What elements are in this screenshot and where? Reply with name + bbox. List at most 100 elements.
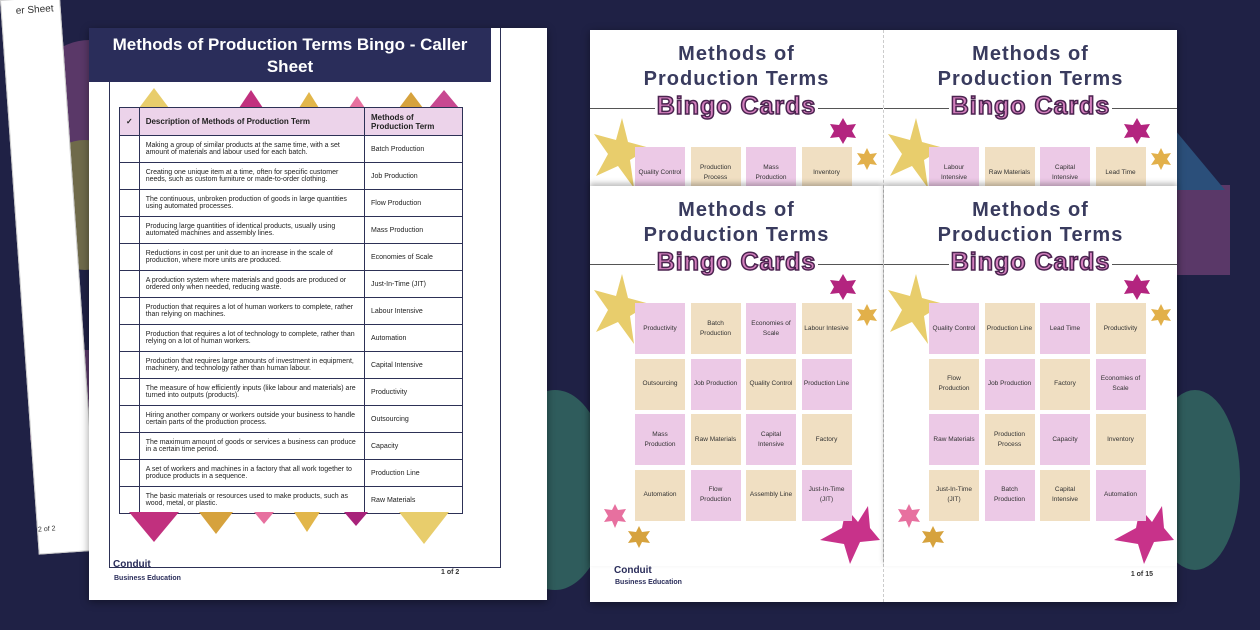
bingo-cell[interactable]: Mass Production <box>746 147 796 186</box>
check-cell[interactable] <box>119 486 140 514</box>
term-cell: Just-In-Time (JIT) <box>364 270 463 298</box>
term-cell: Productivity <box>364 378 463 406</box>
title-line-1: Methods of <box>678 199 795 221</box>
table-row: Production that requires large amounts o… <box>119 351 463 379</box>
check-column-header: ✓ <box>119 107 140 136</box>
bingo-cell[interactable]: Labour Intensive <box>929 147 979 186</box>
bingo-cell[interactable]: Capacity <box>1040 414 1090 465</box>
description-cell: The measure of how efficiently inputs (l… <box>138 378 366 406</box>
bingo-cell[interactable]: Mass Production <box>635 414 685 465</box>
star-gold-small-icon <box>628 526 650 548</box>
star-yellow-icon <box>888 274 944 344</box>
check-cell[interactable] <box>119 405 140 433</box>
term-column-header: Methods of Production Term <box>364 107 463 136</box>
check-cell[interactable] <box>119 216 140 244</box>
bingo-cell[interactable]: Just-In-Time (JIT) <box>929 469 979 521</box>
bingo-cell[interactable]: Production Process <box>690 147 741 186</box>
check-cell[interactable] <box>119 135 140 163</box>
check-cell[interactable] <box>119 432 140 460</box>
term-cell: Mass Production <box>364 216 463 244</box>
decor-rect-purple-right <box>1170 185 1230 275</box>
description-cell: Making a group of similar products at th… <box>138 135 366 163</box>
check-cell[interactable] <box>119 162 140 190</box>
table-row: Making a group of similar products at th… <box>119 135 463 163</box>
bingo-cell[interactable]: Capital Intensive <box>1040 147 1090 186</box>
bingo-cell[interactable]: Economies of Scale <box>746 303 796 354</box>
term-cell: Raw Materials <box>364 486 463 514</box>
check-cell[interactable] <box>119 459 140 487</box>
bingo-cell[interactable]: Capital Intensive <box>746 414 796 465</box>
check-cell[interactable] <box>119 324 140 352</box>
bingo-cell[interactable]: Productivity <box>1095 303 1146 354</box>
star-magenta-large-icon <box>1114 506 1174 564</box>
table-row: Production that requires a lot of techno… <box>119 324 463 352</box>
bingo-cell[interactable]: Lead Time <box>1040 303 1090 354</box>
bingo-cell[interactable]: Quality Control <box>635 147 685 186</box>
star-pink-icon <box>604 504 626 528</box>
check-cell[interactable] <box>119 189 140 217</box>
description-column-header: Description of Methods of Production Ter… <box>138 107 366 136</box>
bingo-cell[interactable]: Automation <box>1095 469 1146 521</box>
description-cell: Production that requires large amounts o… <box>138 351 366 379</box>
bingo-cell[interactable]: Production Line <box>801 358 852 410</box>
star-yellow-icon <box>888 118 944 186</box>
bingo-cell[interactable]: Outsourcing <box>635 358 685 410</box>
bingo-cell[interactable]: Flow Production <box>929 358 979 410</box>
star-decorations-bottom <box>129 512 449 544</box>
bingo-cell[interactable]: Raw Materials <box>929 414 979 465</box>
check-cell[interactable] <box>119 243 140 271</box>
bingo-cell[interactable]: Economies of Scale <box>1095 358 1146 410</box>
star-magenta-icon <box>1124 274 1150 300</box>
cut-line <box>883 30 884 602</box>
page-number: 1 of 15 <box>1130 571 1153 578</box>
bingo-cell[interactable]: Raw Materials <box>984 147 1035 186</box>
table-row: The continuous, unbroken production of g… <box>119 189 463 217</box>
bingo-cell[interactable]: Capital Intensive <box>1040 469 1090 521</box>
bingo-cell[interactable]: Lead Time <box>1095 147 1146 186</box>
check-cell[interactable] <box>119 378 140 406</box>
bingo-cell[interactable]: Automation <box>635 469 685 521</box>
star-magenta-icon <box>830 274 856 300</box>
term-cell: Economies of Scale <box>364 243 463 271</box>
bingo-cell[interactable]: Batch Production <box>690 303 741 354</box>
check-cell[interactable] <box>119 297 140 325</box>
table-row: Hiring another company or workers outsid… <box>119 405 463 433</box>
star-gold-icon <box>1151 304 1171 326</box>
description-cell: Reductions in cost per unit due to an in… <box>138 243 366 271</box>
bingo-cell[interactable]: Job Production <box>690 358 741 410</box>
card-title: Methods of Production Terms <box>590 198 883 248</box>
bingo-cell[interactable]: Factory <box>1040 358 1090 410</box>
bingo-cell[interactable]: Quality Control <box>746 358 796 410</box>
bingo-cell[interactable]: Factory <box>801 414 852 465</box>
term-cell: Automation <box>364 324 463 352</box>
conduit-logo: Conduit <box>113 559 151 570</box>
bingo-cell[interactable]: Labour Intesive <box>801 303 852 354</box>
title-line-2: Production Terms <box>643 224 830 246</box>
bingo-cell[interactable]: Raw Materials <box>690 414 741 465</box>
bingo-cell[interactable]: Just-In-Time (JIT) <box>801 469 852 521</box>
star-yellow-icon <box>594 118 650 186</box>
bingo-cell[interactable]: Productivity <box>635 303 685 354</box>
bingo-cell[interactable]: Quality Control <box>929 303 979 354</box>
title-line-2: Production Terms <box>937 224 1124 246</box>
bingo-cell[interactable]: Flow Production <box>690 469 741 521</box>
conduit-logo: Conduit <box>614 565 652 576</box>
bingo-cell[interactable]: Inventory <box>1095 414 1146 465</box>
star-gold-icon <box>857 304 877 326</box>
bingo-cell[interactable]: Batch Production <box>984 469 1035 521</box>
bingo-cell[interactable]: Assembly Line <box>746 469 796 521</box>
check-cell[interactable] <box>119 270 140 298</box>
bingo-cell[interactable]: Inventory <box>801 147 852 186</box>
bingo-cell[interactable]: Job Production <box>984 358 1035 410</box>
description-cell: Producing large quantities of identical … <box>138 216 366 244</box>
bingo-heading-text: Bingo Cards <box>948 91 1113 121</box>
bingo-cell[interactable]: Production Line <box>984 303 1035 354</box>
title-line-2: Production Terms <box>937 68 1124 90</box>
check-cell[interactable] <box>119 351 140 379</box>
bingo-cell[interactable]: Production Process <box>984 414 1035 465</box>
table-row: Producing large quantities of identical … <box>119 216 463 244</box>
